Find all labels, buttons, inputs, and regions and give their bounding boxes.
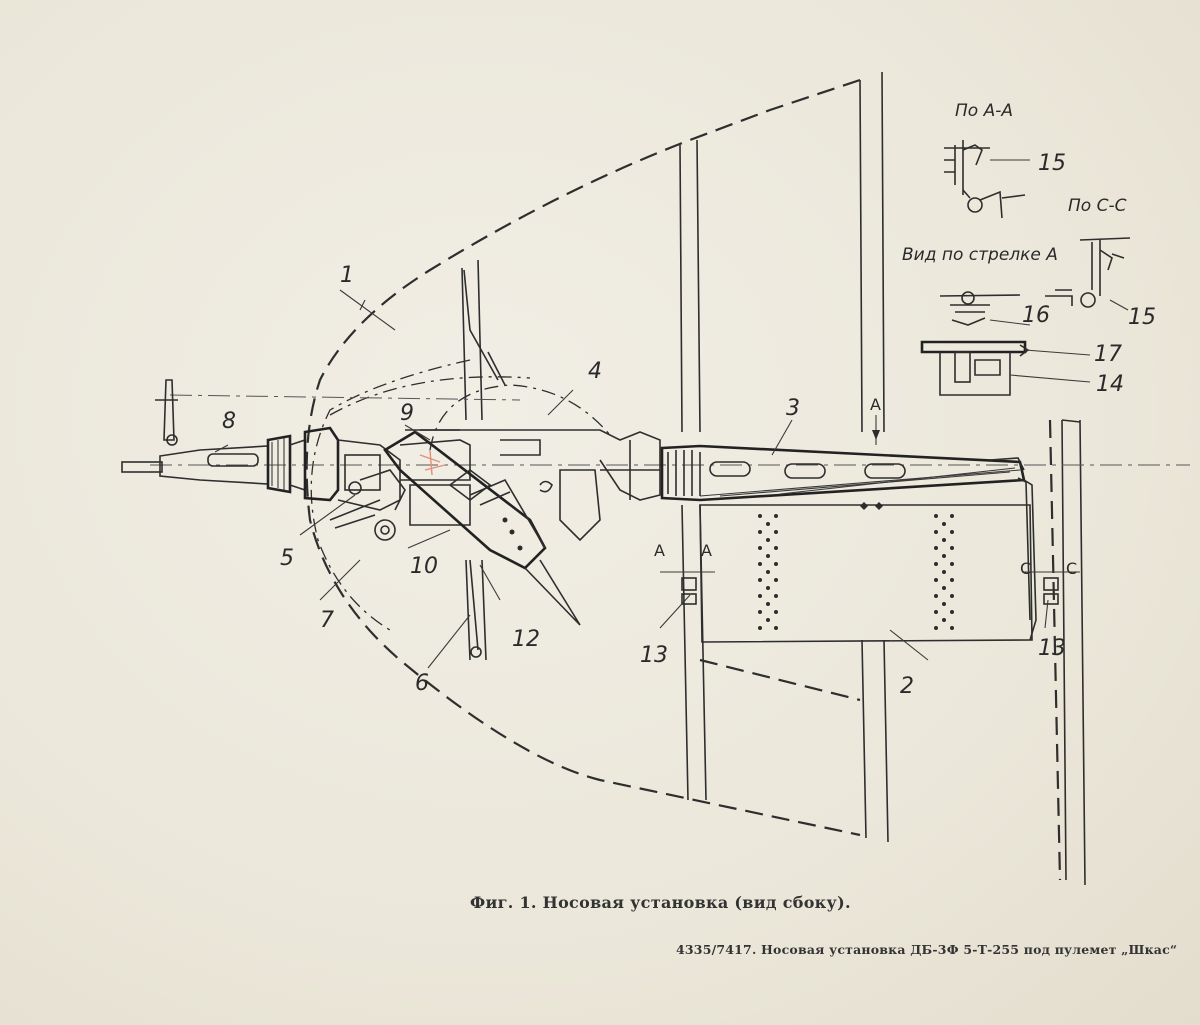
callout-16: 16 — [1022, 303, 1050, 328]
rivet — [774, 530, 778, 534]
rivet — [774, 594, 778, 598]
rivet — [934, 562, 938, 566]
rivet — [774, 610, 778, 614]
fuselage-frames — [461, 71, 1086, 886]
rivet — [942, 538, 946, 542]
callout-8: 8 — [222, 409, 236, 434]
rivet — [942, 586, 946, 590]
callout-5: 5 — [280, 546, 294, 571]
rivet — [766, 602, 770, 606]
callout-2: 2 — [900, 674, 914, 699]
rivet — [774, 514, 778, 518]
bracket-13-right — [1022, 571, 1080, 605]
shield-plate — [699, 502, 1033, 643]
cradle-rail — [660, 444, 1037, 641]
rivet — [774, 578, 778, 582]
rivet — [950, 578, 954, 582]
rivet — [934, 626, 938, 630]
rivet — [758, 514, 762, 518]
pencil-marks — [419, 449, 446, 476]
rivet — [950, 610, 954, 614]
rivet — [950, 546, 954, 550]
view-label-section-c-c: По С-С — [1068, 196, 1127, 216]
callout-10: 10 — [410, 554, 438, 579]
callout-14: 14 — [1096, 372, 1124, 397]
rivet — [766, 570, 770, 574]
rivet — [774, 626, 778, 630]
rivet — [934, 530, 938, 534]
rivet — [766, 618, 770, 622]
part-6-strut — [463, 269, 506, 658]
leader-lines — [214, 159, 1129, 669]
callout-17: 17 — [1094, 342, 1122, 367]
callout-7: 7 — [320, 608, 334, 633]
callout-13-right: 13 — [1038, 636, 1066, 661]
document-reference: 4335/7417. Носовая установка ДБ-3Ф 5-Т-2… — [676, 942, 1178, 957]
callout-1: 1 — [340, 263, 354, 288]
rivet — [934, 578, 938, 582]
section-mark-a-right: А — [701, 541, 712, 560]
rivet — [950, 594, 954, 598]
section-letters: А А А С С — [654, 395, 1077, 578]
rivet — [758, 562, 762, 566]
rivet — [758, 626, 762, 630]
section-marker-a-vertical — [872, 415, 880, 445]
figure-caption: Фиг. 1. Носовая установка (вид сбоку). — [470, 893, 851, 912]
rivet-column-right — [934, 514, 954, 630]
rivet — [758, 594, 762, 598]
rivet — [942, 618, 946, 622]
view-label-arrow-a: Вид по стрелке А — [902, 245, 1058, 265]
section-mark-a-left: А — [654, 541, 665, 560]
section-mark-c-right: С — [1066, 559, 1077, 578]
rivet — [934, 594, 938, 598]
rivet — [942, 570, 946, 574]
rivet — [774, 562, 778, 566]
magazine — [383, 430, 581, 626]
rivet — [766, 522, 770, 526]
rivet — [758, 578, 762, 582]
callout-15-section-c: 15 — [1128, 305, 1156, 330]
rivet — [934, 610, 938, 614]
rivet — [766, 554, 770, 558]
rivet — [934, 514, 938, 518]
callout-6: 6 — [415, 671, 429, 696]
rivet — [766, 586, 770, 590]
rivet — [934, 546, 938, 550]
rivet — [774, 546, 778, 550]
callout-15-section-a: 15 — [1038, 151, 1066, 176]
callout-9: 9 — [400, 401, 414, 426]
rivet — [950, 562, 954, 566]
section-mark-c-left: С — [1020, 559, 1031, 578]
view-labels: По А-А По С-С Вид по стрелке А — [902, 101, 1127, 265]
rivet — [942, 522, 946, 526]
bracket-13-left — [660, 571, 715, 605]
callout-4: 4 — [588, 359, 602, 384]
inset-view-arrow-a — [920, 291, 1030, 396]
rivet — [950, 626, 954, 630]
rivet — [758, 530, 762, 534]
rivet — [758, 546, 762, 550]
callout-13-left: 13 — [640, 643, 668, 668]
callout-labels: 1 2 3 4 5 6 7 8 9 10 12 13 13 14 15 15 1… — [222, 151, 1156, 699]
rivet — [766, 538, 770, 542]
sight-line — [169, 394, 521, 401]
rivet — [758, 610, 762, 614]
rivet — [950, 514, 954, 518]
gun-barrel — [121, 379, 340, 502]
rivet — [942, 602, 946, 606]
callout-3: 3 — [786, 396, 800, 421]
inset-section-c-c — [1045, 237, 1131, 308]
section-mark-a-arrow: А — [870, 395, 881, 414]
rivet — [942, 554, 946, 558]
callout-12: 12 — [512, 627, 540, 652]
inset-section-a-a — [944, 140, 1026, 219]
rivet-column-left — [758, 514, 778, 630]
rivet — [950, 530, 954, 534]
view-label-section-a-a: По А-А — [955, 101, 1013, 121]
receiver — [420, 384, 661, 542]
